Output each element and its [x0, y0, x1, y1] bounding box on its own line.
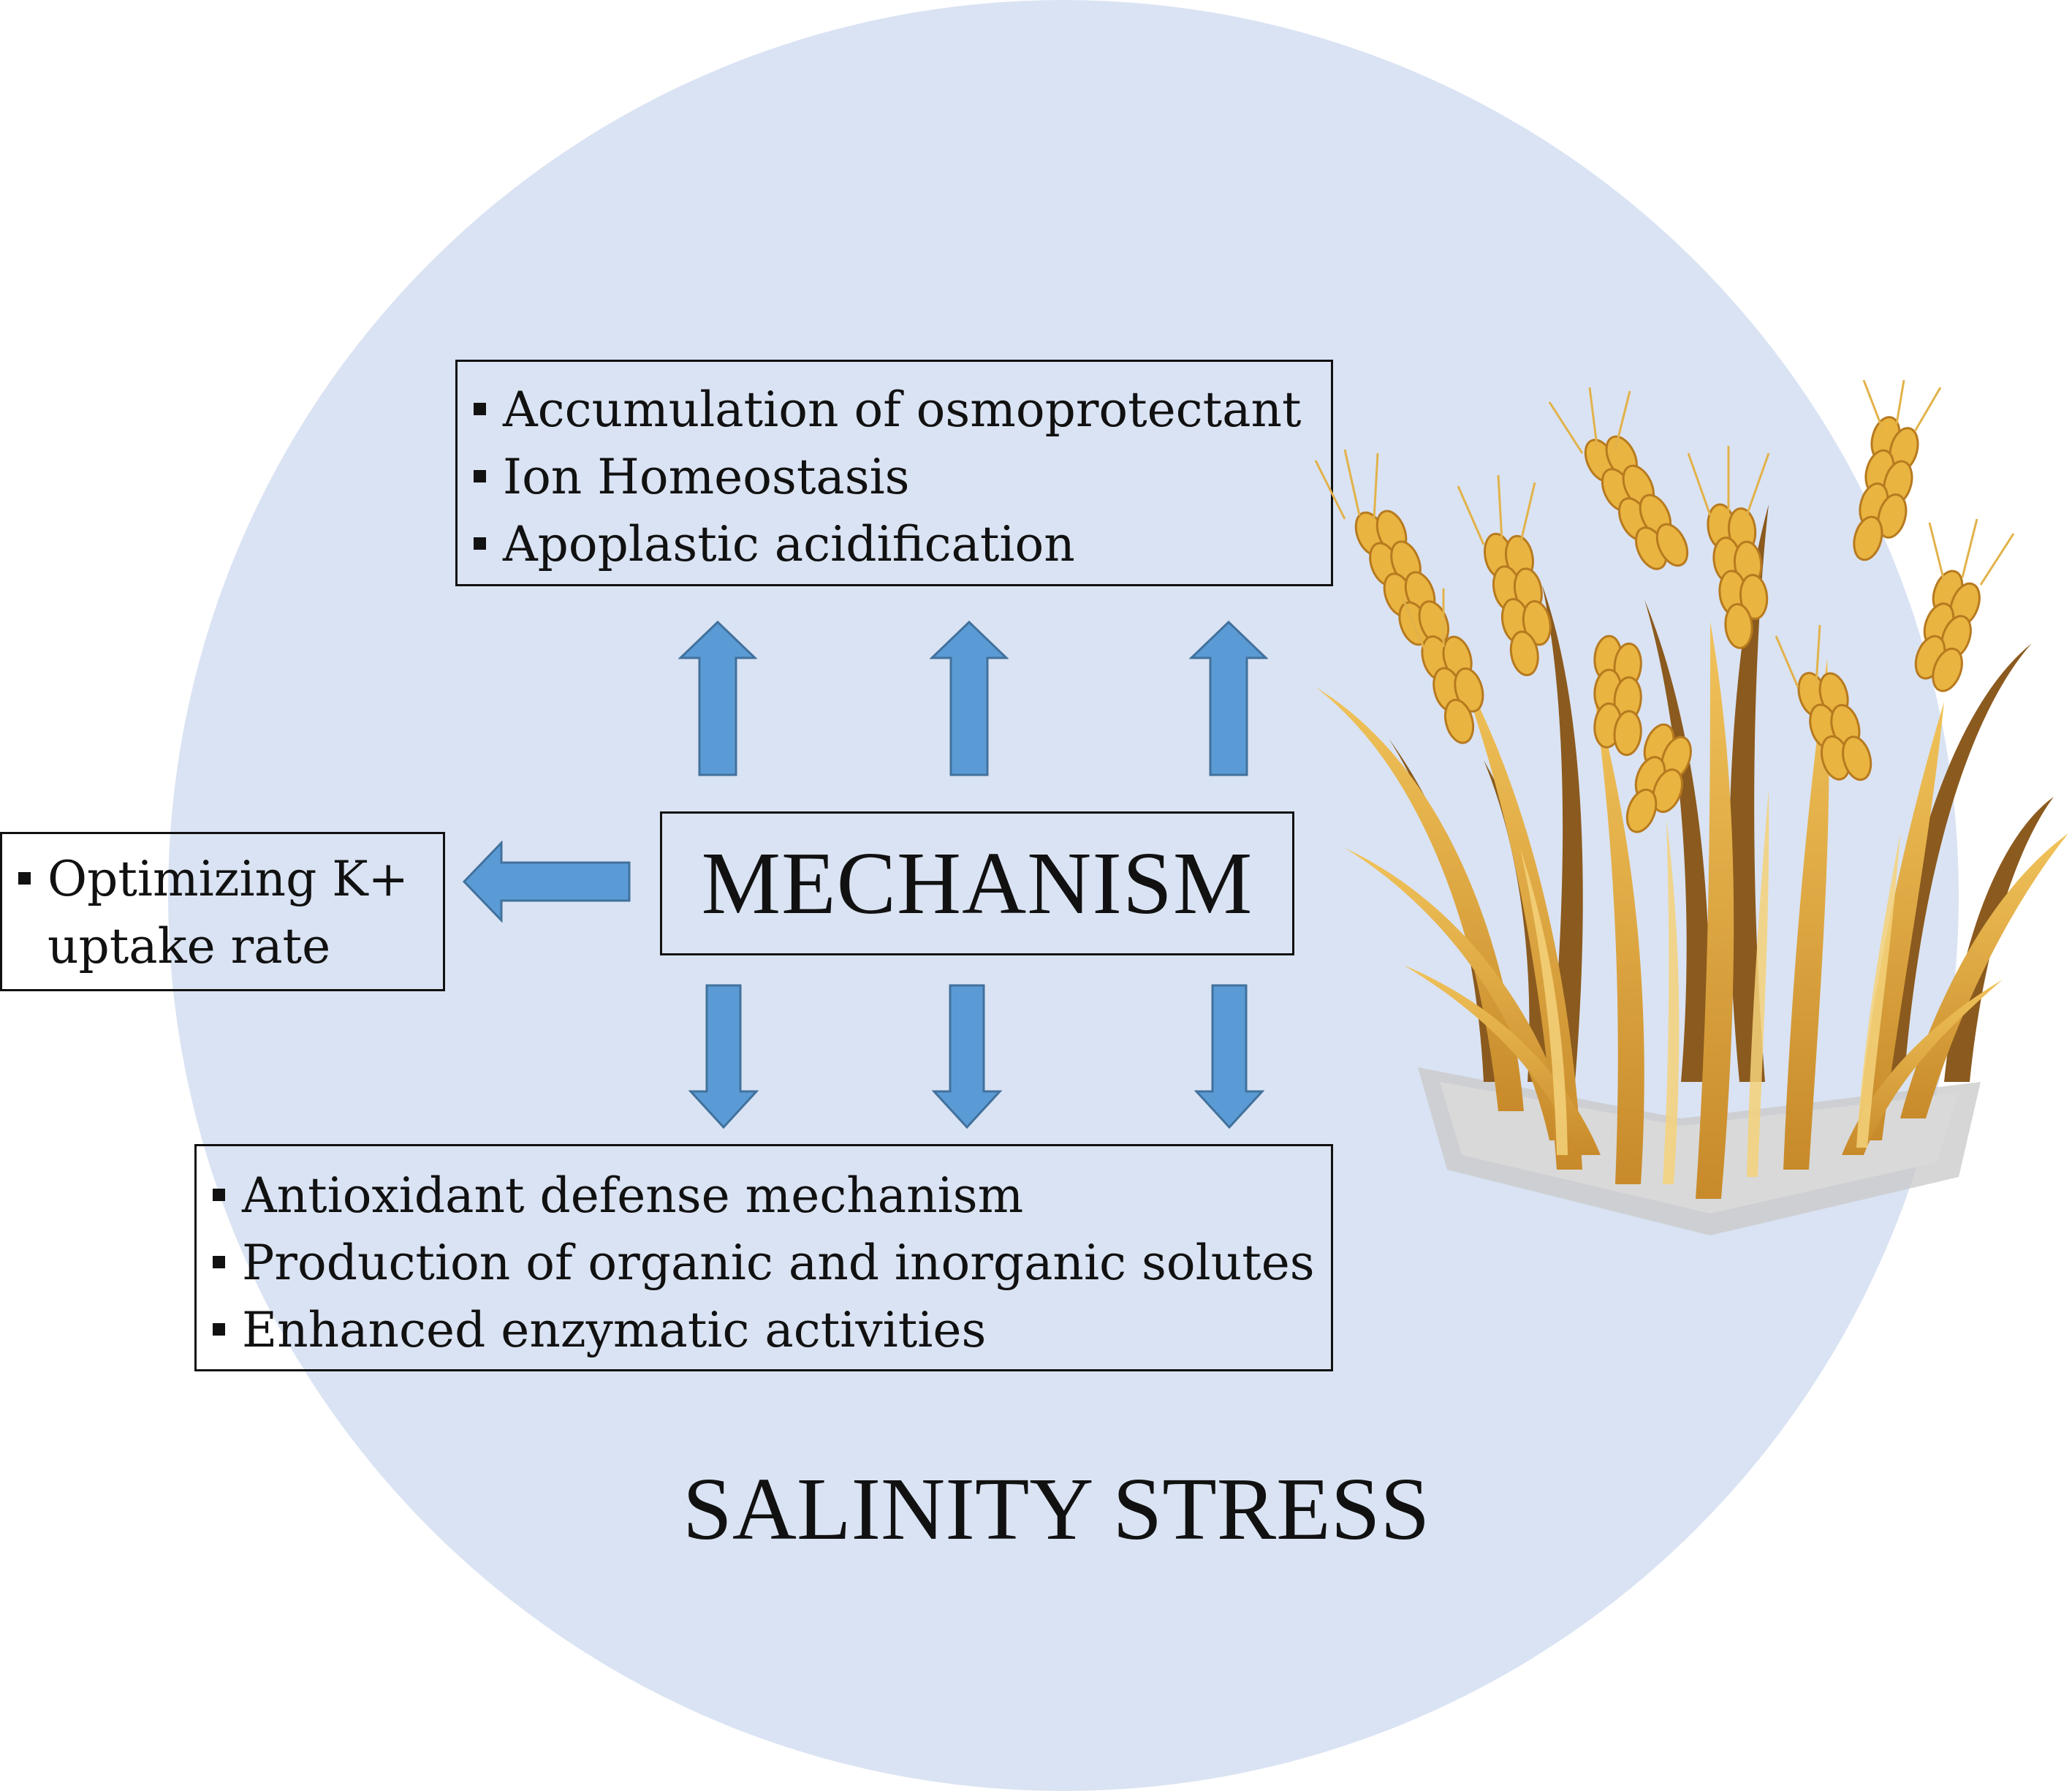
left-mechanism-box: Optimizing K+ uptake rate [0, 832, 445, 991]
bottom-mechanism-box: Antioxidant defense mechanism Production… [194, 1144, 1333, 1371]
top-mechanism-box: Accumulation of osmoprotectant Ion Homeo… [455, 360, 1333, 586]
salinity-stress-label: SALINITY STRESS [683, 1460, 1430, 1559]
bullet-item: Ion Homeostasis [458, 444, 1331, 511]
mechanism-label: MECHANISM [701, 833, 1253, 933]
bullet-item: Optimizing K+ uptake rate [2, 846, 428, 980]
bullet-item: Antioxidant defense mechanism [197, 1162, 1331, 1230]
up-arrow-icon [678, 620, 757, 777]
up-arrow-icon [930, 620, 1009, 777]
bullet-item: Accumulation of osmoprotectant [458, 376, 1331, 444]
down-arrow-icon [932, 983, 1002, 1129]
down-arrow-icon [688, 983, 759, 1129]
bullet-item: Production of organic and inorganic solu… [197, 1230, 1331, 1297]
bullet-item: Enhanced enzymatic activities [197, 1297, 1331, 1364]
bullet-item: Apoplastic acidification [458, 511, 1331, 578]
down-arrow-icon [1194, 983, 1264, 1129]
left-arrow-icon [462, 841, 631, 923]
up-arrow-icon [1189, 620, 1268, 777]
salinity-background-circle [168, 0, 1959, 1791]
mechanism-box: MECHANISM [660, 811, 1294, 955]
wheat-plant-icon [1301, 379, 2072, 1257]
